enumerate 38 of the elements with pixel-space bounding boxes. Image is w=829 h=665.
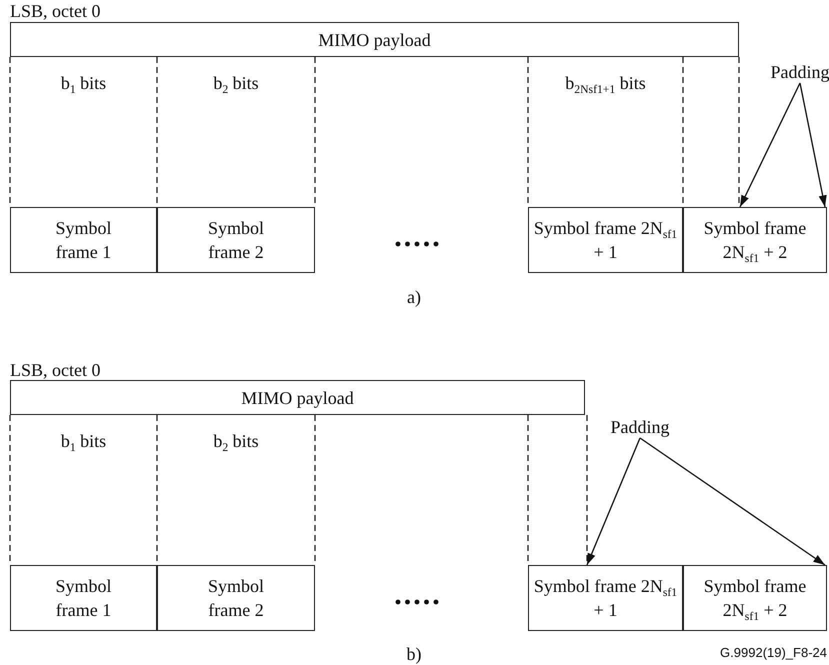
padding-label: Padding: [611, 416, 669, 438]
frame-label: Symbol frame 2N$_{sf1}$ + 1: [532, 217, 678, 264]
arrow: [640, 437, 826, 566]
text-label: b): [406, 643, 422, 665]
text-label: b$_{1}$ bits: [60, 430, 108, 452]
frame-label: Symbol frame 2N$_{sf1}$ + 2: [702, 575, 808, 622]
ellipsis-dots: .....: [393, 222, 443, 252]
arrow: [799, 82, 827, 208]
frame-label: Symbol frame 2N$_{sf1}$ + 1: [532, 575, 678, 622]
frame-label: Symbol frame 2: [206, 217, 265, 264]
frame-box: [10, 22, 739, 57]
frame-box: [157, 207, 315, 273]
frame-box: [683, 207, 827, 273]
frame-box: [10, 380, 585, 415]
arrow: [586, 438, 641, 566]
frame-label: Symbol frame 1: [54, 217, 112, 264]
figure-code: G.9992(19)_F8-24: [719, 644, 827, 662]
frame-label: Symbol frame 2N$_{sf1}$ + 2: [702, 217, 808, 264]
text-label: a): [406, 286, 422, 308]
frame-box: [10, 565, 157, 631]
frame-box: [10, 207, 157, 273]
padding-label: Padding: [771, 61, 829, 83]
frame-label: MIMO payload: [318, 28, 431, 52]
text-label: b$_{2}$ bits: [212, 430, 260, 452]
text-label: b$_{1}$ bits: [60, 72, 108, 94]
ellipsis-dots: .....: [393, 580, 443, 610]
frame-box: [528, 207, 683, 273]
text-label: b$_{2Nsf1+1}$ bits: [564, 72, 647, 94]
frame-label: Symbol frame 2: [206, 575, 265, 622]
text-label: LSB, octet 0: [10, 359, 100, 381]
frame-box: [528, 565, 683, 631]
arrow: [739, 82, 801, 208]
text-label: b$_{2}$ bits: [212, 72, 260, 94]
frame-label: MIMO payload: [241, 386, 354, 410]
frame-label: Symbol frame 1: [54, 575, 112, 622]
frame-box: [683, 565, 827, 631]
frame-box: [157, 565, 315, 631]
text-label: LSB, octet 0: [10, 0, 100, 22]
